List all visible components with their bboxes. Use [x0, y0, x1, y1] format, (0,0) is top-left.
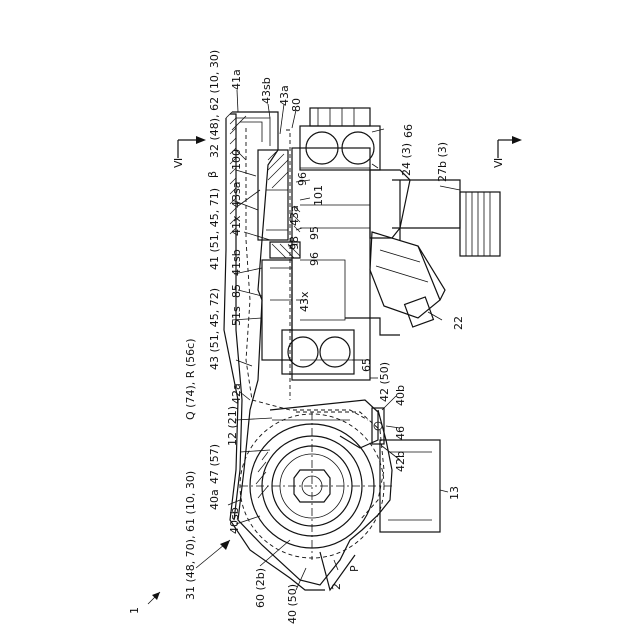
label-66: 66 [402, 124, 415, 138]
label-22: 22 [452, 316, 465, 330]
label-40sb: 40sb [228, 507, 241, 534]
label-beta: β [206, 171, 219, 178]
label-96b: 96 [308, 252, 321, 266]
spool-block [258, 150, 300, 360]
label-1: 1 [128, 607, 141, 614]
label-43sa: 43sa [230, 182, 243, 208]
label-51s: 51s [230, 306, 243, 326]
label-101: 101 [312, 185, 325, 206]
label-41sb: 41sb [230, 249, 243, 276]
lower-fitting [282, 330, 354, 374]
label-12: 12 (21) [226, 406, 239, 446]
label-47: 47 (57) [208, 444, 221, 484]
label-60: 60 (2b) [254, 568, 267, 608]
section-marker-left [178, 136, 206, 158]
label-98: 98 [288, 236, 301, 250]
label-31: 31 (48, 70), 61 (10, 30) [184, 471, 197, 600]
top-fitting [300, 108, 380, 170]
label-13: 13 [448, 486, 461, 500]
label-95: 95 [308, 226, 321, 240]
label-41a: 41a [230, 69, 243, 90]
label-vi-right: Ⅵ [492, 158, 505, 168]
label-27b: 27b (3) [436, 142, 449, 182]
label-40: 40 (50) [286, 584, 299, 624]
label-24: 24 (3) [400, 143, 413, 176]
label-p: P [348, 565, 361, 572]
threaded-connector [370, 170, 500, 256]
label-96a: 96 [296, 172, 309, 186]
angled-valve [370, 232, 445, 327]
label-42: 42 (50) [378, 362, 391, 402]
label-85: 85 [230, 284, 243, 298]
label-43sb: 43sb [260, 77, 273, 104]
label-qr: Q (74), R (56c) [184, 339, 197, 421]
inner-dashed-channel [246, 128, 368, 420]
label-43: 43 (51, 45, 72) [208, 288, 221, 370]
label-32: 32 (48), 62 (10, 30) [208, 50, 221, 158]
label-46: 46 [394, 426, 407, 440]
labels: 32 (48), 62 (10, 30) 41a 43sb 43a 80 100… [128, 50, 505, 624]
label-vi-left: Ⅵ [172, 158, 185, 168]
label-80: 80 [290, 98, 303, 112]
label-65: 65 [360, 358, 373, 372]
label-42b: 42b [394, 451, 407, 472]
gear-plate [270, 400, 384, 448]
label-40b: 40b [394, 385, 407, 406]
label-2: 2 [330, 583, 343, 590]
label-40a: 40a [208, 489, 221, 510]
label-41: 41 (51, 45, 71) [208, 188, 221, 270]
label-43x: 43x [298, 291, 311, 312]
label-43a-mid: 43a [288, 205, 301, 226]
label-41x: 41x [230, 215, 243, 236]
label-100: 100 [230, 149, 243, 170]
label-42a: 42a [230, 383, 243, 404]
section-marker-right [498, 136, 522, 158]
